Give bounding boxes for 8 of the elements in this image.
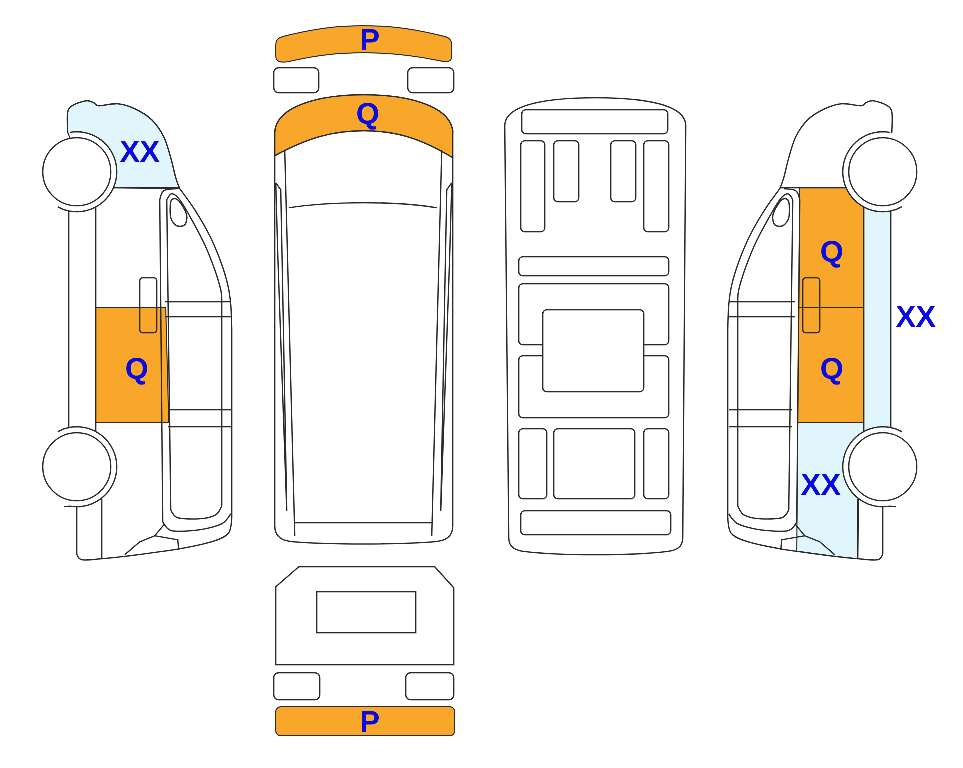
node-label: XX bbox=[896, 306, 936, 328]
marked-panel: P bbox=[276, 26, 452, 63]
marked-panel: Q bbox=[797, 308, 864, 424]
marked-panel: P bbox=[276, 706, 456, 736]
marked-panel: XX bbox=[864, 204, 936, 434]
marked-panel: Q bbox=[798, 188, 864, 308]
marked-panel: Q bbox=[96, 308, 170, 424]
marked-panel: Q bbox=[274, 94, 454, 158]
